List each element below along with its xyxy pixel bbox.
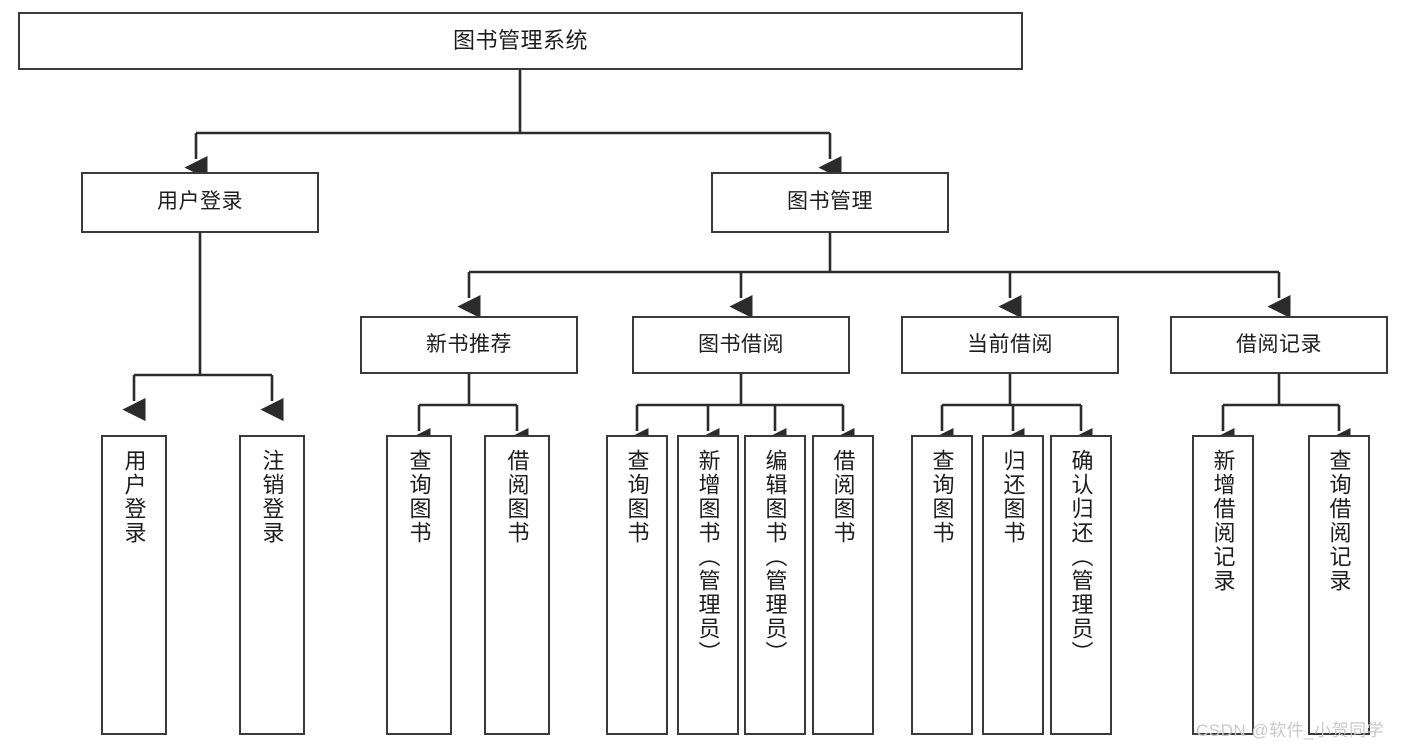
leaf-node-query-book-recommendation[interactable]: 查询图书 — [386, 435, 452, 735]
leaf-node-logout[interactable]: 注销登录 — [239, 435, 305, 735]
node-label: 注销登录 — [259, 449, 285, 545]
leaf-node-return-book[interactable]: 归还图书 — [982, 435, 1044, 735]
node-label: 图书管理系统 — [452, 28, 588, 54]
node-label: 查询图书 — [929, 449, 955, 545]
node-book-borrowing[interactable]: 图书借阅 — [632, 316, 850, 374]
node-label: 当前借阅 — [967, 332, 1053, 356]
leaf-node-add-book-admin[interactable]: 新增图书（管理员） — [677, 435, 739, 735]
node-label: 图书管理 — [787, 190, 873, 214]
node-label: 查询图书 — [624, 449, 650, 545]
leaf-node-confirm-return-admin[interactable]: 确认归还（管理员） — [1050, 435, 1112, 735]
node-label: 用户登录 — [157, 190, 243, 214]
node-label: 查询图书 — [406, 449, 432, 545]
leaf-node-borrow-book[interactable]: 借阅图书 — [812, 435, 874, 735]
node-label: 借阅图书 — [504, 449, 530, 545]
node-new-book-recommendation[interactable]: 新书推荐 — [360, 316, 578, 374]
node-label: 查询借阅记录 — [1326, 449, 1352, 593]
node-label: 借阅图书 — [830, 449, 856, 545]
node-label: 新增借阅记录 — [1210, 449, 1236, 593]
leaf-node-query-book-borrow[interactable]: 查询图书 — [606, 435, 668, 735]
node-label: 用户登录 — [121, 449, 147, 545]
leaf-node-user-login[interactable]: 用户登录 — [101, 435, 167, 735]
leaf-node-add-borrow-record[interactable]: 新增借阅记录 — [1192, 435, 1254, 735]
leaf-node-query-borrow-record[interactable]: 查询借阅记录 — [1308, 435, 1370, 735]
node-label: 借阅记录 — [1236, 332, 1322, 356]
leaf-node-borrow-book-recommendation[interactable]: 借阅图书 — [484, 435, 550, 735]
node-label: 新书推荐 — [426, 332, 512, 356]
leaf-node-edit-book-admin[interactable]: 编辑图书（管理员） — [744, 435, 806, 735]
leaf-node-query-book-current[interactable]: 查询图书 — [911, 435, 973, 735]
node-user-login[interactable]: 用户登录 — [81, 172, 319, 233]
csdn-watermark: CSDN @软件_小贺同学 — [1196, 721, 1385, 740]
node-book-management[interactable]: 图书管理 — [711, 172, 949, 233]
node-label: 编辑图书（管理员） — [762, 449, 788, 665]
node-label: 归还图书 — [1000, 449, 1026, 545]
node-label: 确认归还（管理员） — [1068, 449, 1094, 665]
node-borrowing-record[interactable]: 借阅记录 — [1170, 316, 1388, 374]
node-current-borrowing[interactable]: 当前借阅 — [901, 316, 1119, 374]
node-label: 新增图书（管理员） — [695, 449, 721, 665]
node-root-book-management-system[interactable]: 图书管理系统 — [18, 12, 1023, 70]
node-label: 图书借阅 — [698, 332, 784, 356]
